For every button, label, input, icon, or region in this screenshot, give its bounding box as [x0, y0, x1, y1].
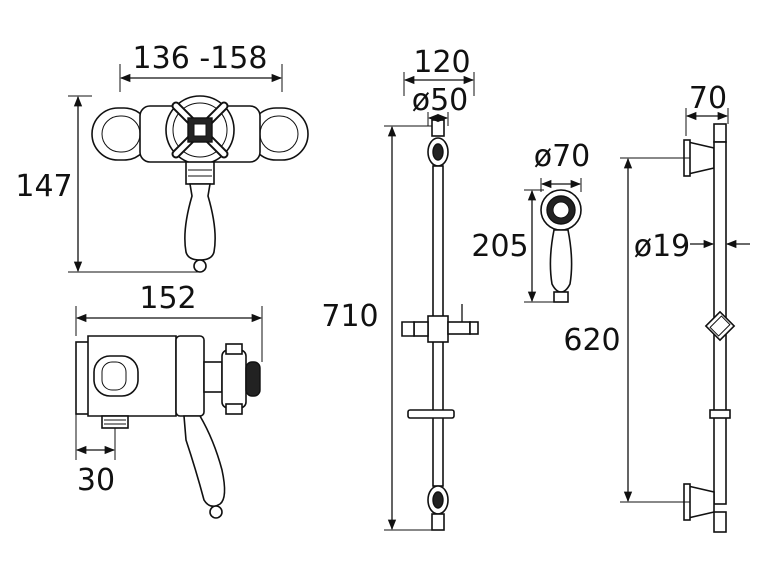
lever-shroud	[185, 161, 215, 185]
control-ring-inner	[172, 102, 228, 158]
dim-valve-depth: 152	[75, 281, 263, 362]
side-cap	[175, 335, 205, 417]
label-handset-diameter: ø70	[534, 139, 591, 174]
label-outlet-offset: 30	[77, 463, 115, 498]
side-lever	[183, 415, 226, 508]
outlet-connector	[101, 415, 129, 429]
label-valve-height: 147	[15, 169, 72, 204]
dim-bracket-width: 70	[685, 81, 729, 136]
dim-outlet-offset: 30	[75, 414, 116, 498]
slider-body	[427, 315, 449, 343]
handset-connector	[553, 291, 569, 303]
label-rail-fixing-centres: 620	[563, 323, 620, 358]
label-handset-length: 205	[471, 229, 528, 264]
label-rail-bracket-diameter: ø50	[412, 83, 469, 118]
handset	[540, 189, 582, 303]
dim-handset-length: 205	[471, 189, 554, 303]
valve-front-view	[91, 95, 309, 273]
dim-rail-length: 710	[321, 125, 432, 531]
riser-rail-side	[683, 123, 736, 533]
side-lever-tip	[209, 505, 223, 519]
label-valve-depth: 152	[139, 281, 196, 316]
top-fixing-bracket	[687, 140, 715, 176]
slider-knob	[447, 321, 471, 335]
dim-handset-diameter: ø70	[534, 139, 591, 192]
dim-rail-bracket-diameter: ø50	[412, 83, 469, 126]
dim-rail-projection: 120	[403, 45, 475, 96]
lever-handle	[184, 183, 216, 261]
handset-handle	[549, 229, 573, 293]
side-spindle	[203, 361, 223, 393]
riser-rail-front	[401, 119, 479, 531]
side-soap-clip	[709, 409, 731, 419]
label-rail-projection: 120	[413, 45, 470, 80]
side-crosshead	[221, 349, 247, 409]
soap-dish	[407, 409, 455, 419]
bottom-fixing-bracket	[687, 484, 715, 520]
valve-side-view	[75, 335, 261, 519]
dim-rail-fixing-centres: 620	[563, 157, 690, 503]
label-rail-length: 710	[321, 299, 378, 334]
label-bracket-width: 70	[689, 81, 727, 116]
dim-rail-tube-diameter: ø19	[634, 229, 750, 264]
side-outlet-knob	[93, 355, 139, 397]
lever-tip	[193, 259, 207, 273]
crosshead-hub-center	[193, 123, 207, 137]
label-valve-width: 136 -158	[133, 41, 268, 76]
side-slider	[704, 310, 736, 342]
side-crosshead-cap	[245, 361, 261, 397]
label-rail-tube-diameter: ø19	[634, 229, 691, 264]
dim-valve-height: 147	[15, 95, 200, 273]
slider-holder	[413, 321, 429, 337]
dim-valve-width: 136 -158	[119, 41, 283, 92]
